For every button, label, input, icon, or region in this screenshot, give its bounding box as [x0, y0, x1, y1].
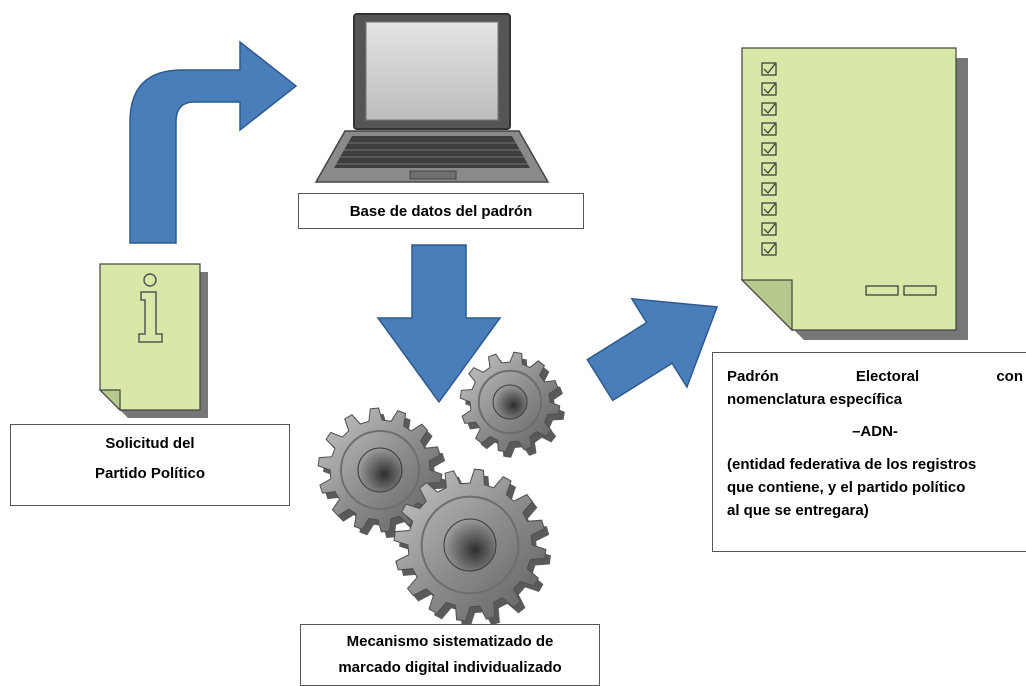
registry-note-line1: (entidad federativa de los registros: [727, 456, 977, 473]
checkbox-icon: [761, 222, 777, 236]
checkbox-list: [761, 62, 777, 256]
registry-title-line1: Padrón Electoral con: [727, 365, 1023, 388]
gear-bottom: [393, 468, 551, 627]
checkbox-icon: [761, 82, 777, 96]
request-label-line1: Solicitud del: [105, 435, 195, 452]
signature-fields: [865, 285, 937, 296]
registry-title-word: Electoral: [855, 368, 920, 385]
registry-label-box: Padrón Electoral con nomenclatura especí…: [712, 352, 1026, 552]
registry-note-line2: que contiene, y el partido político: [727, 479, 966, 496]
checkbox-icon: [761, 142, 777, 156]
arrow-down: [376, 244, 502, 404]
mechanism-label-line1: Mecanismo sistematizado de: [346, 633, 554, 650]
checkbox-icon: [761, 102, 777, 116]
registry-note-line3: al que se entregara): [727, 502, 869, 519]
checkbox-icon: [761, 182, 777, 196]
checkbox-icon: [761, 122, 777, 136]
registry-code: –ADN-: [852, 423, 898, 440]
arrow-diagonal: [586, 297, 719, 402]
request-label-box: Solicitud del Partido Político: [10, 424, 290, 506]
mechanism-label-box: Mecanismo sistematizado de marcado digit…: [300, 624, 600, 686]
database-label-box: Base de datos del padrón: [298, 193, 584, 229]
registry-title-word: Padrón: [727, 368, 779, 385]
registry-title-word: con: [996, 368, 1023, 385]
gears-icon: [317, 351, 565, 627]
checkbox-icon: [761, 202, 777, 216]
laptop-icon: [314, 13, 550, 183]
database-label: Base de datos del padrón: [349, 202, 533, 220]
request-document-icon: [98, 263, 208, 418]
curved-arrow-up-right: [129, 40, 298, 244]
info-icon: [138, 273, 163, 343]
gear-top-right: [459, 351, 565, 458]
registry-title-line2: nomenclatura específica: [727, 391, 903, 408]
checkbox-icon: [761, 242, 777, 256]
request-label-line2: Partido Político: [94, 465, 205, 482]
registry-document-icon: [740, 47, 968, 340]
checkbox-icon: [761, 162, 777, 176]
checkbox-icon: [761, 62, 777, 76]
mechanism-label-line2: marcado digital individualizado: [338, 659, 562, 676]
